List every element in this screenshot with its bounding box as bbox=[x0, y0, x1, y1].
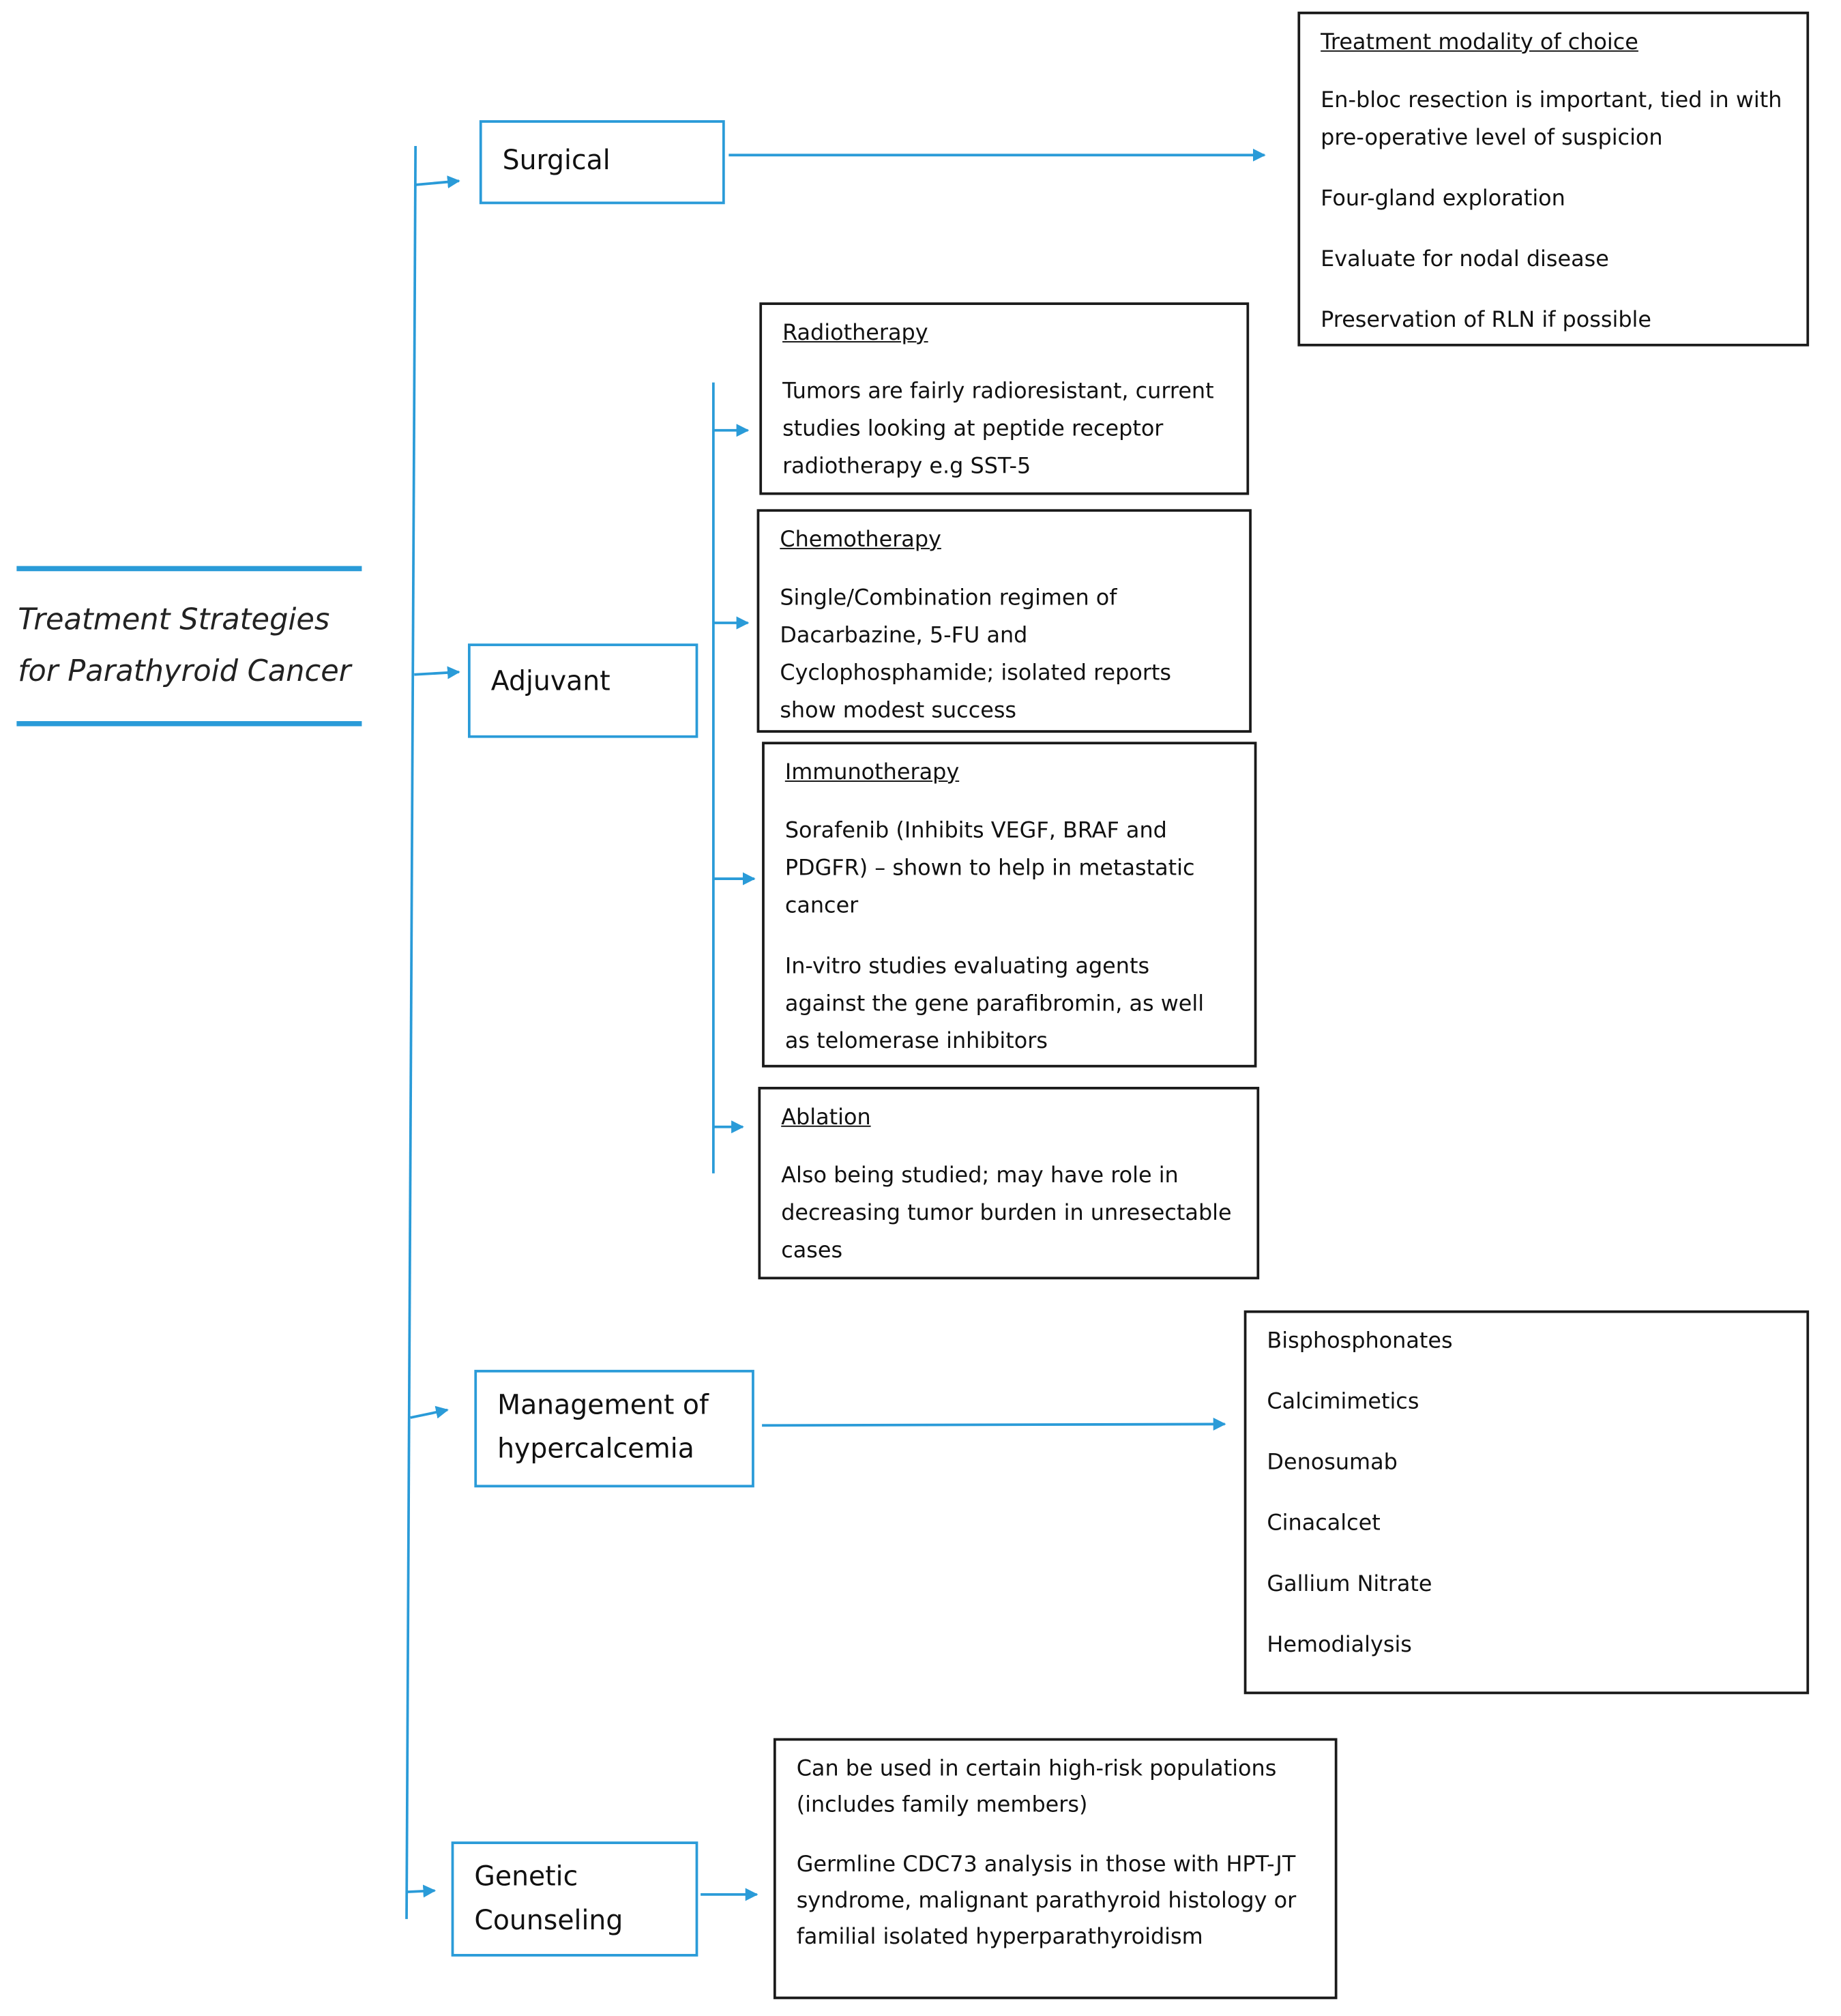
box-heading: Radiotherapy bbox=[782, 320, 928, 347]
list-item: En-bloc resection is important, tied in … bbox=[1321, 87, 1782, 151]
list-item: Evaluate for nodal disease bbox=[1321, 246, 1609, 273]
node-label: Genetic Counseling bbox=[474, 1860, 623, 1936]
list-item: Four-gland exploration bbox=[1321, 186, 1565, 212]
ablation-box: Ablation Also being studied; may have ro… bbox=[758, 1087, 1260, 1280]
list-item: Germline CDC73 analysis in those with HP… bbox=[796, 1852, 1297, 1951]
title-line-2: for Parathyroid Cancer bbox=[18, 655, 351, 689]
list-item: Cinacalcet bbox=[1267, 1510, 1381, 1537]
box-heading: Ablation bbox=[781, 1105, 871, 1131]
node-label: Surgical bbox=[502, 145, 610, 176]
list-item: Single/Combination regimen of Dacarbazin… bbox=[780, 585, 1172, 724]
radiotherapy-box: Radiotherapy Tumors are fairly radioresi… bbox=[759, 302, 1250, 495]
list-item: Bisphosphonates bbox=[1267, 1328, 1453, 1355]
list-item: Hemodialysis bbox=[1267, 1632, 1412, 1659]
diagram-title: Treatment Strategies for Parathyroid Can… bbox=[18, 594, 351, 698]
arrow-hypercalcemia-detail bbox=[762, 1417, 1226, 1431]
box-heading: Treatment modality of choice bbox=[1321, 29, 1638, 56]
node-hypercalcemia: Management of hypercalcemia bbox=[474, 1369, 754, 1488]
immunotherapy-box: Immunotherapy Sorafenib (Inhibits VEGF, … bbox=[762, 742, 1257, 1068]
box-heading: Chemotherapy bbox=[780, 527, 941, 553]
surgical-detail-box: Treatment modality of choice En-bloc res… bbox=[1297, 12, 1810, 347]
list-item: Also being studied; may have role in dec… bbox=[781, 1163, 1232, 1264]
genetic-counseling-box: Can be used in certain high-risk populat… bbox=[773, 1738, 1338, 2000]
arrow-surgical bbox=[415, 175, 460, 189]
list-item: Calcimimetics bbox=[1267, 1389, 1419, 1416]
list-item: Sorafenib (Inhibits VEGF, BRAF and PDGFR… bbox=[784, 818, 1195, 919]
box-heading: Immunotherapy bbox=[784, 759, 960, 786]
title-line-1: Treatment Strategies bbox=[18, 603, 330, 637]
arrow-genetic bbox=[406, 1884, 437, 1898]
list-item: Tumors are fairly radioresistant, curren… bbox=[782, 379, 1214, 480]
list-item: In-vitro studies evaluating agents again… bbox=[784, 953, 1205, 1055]
chemotherapy-box: Chemotherapy Single/Combination regimen … bbox=[756, 509, 1252, 733]
main-trunk bbox=[405, 146, 417, 1919]
node-genetic-counseling: Genetic Counseling bbox=[451, 1841, 698, 1957]
node-label: Management of hypercalcemia bbox=[497, 1389, 709, 1465]
node-label: Adjuvant bbox=[490, 665, 610, 697]
list-item: Denosumab bbox=[1267, 1450, 1398, 1476]
list-item: Can be used in certain high-risk populat… bbox=[796, 1756, 1277, 1819]
list-item: Gallium Nitrate bbox=[1267, 1571, 1432, 1598]
node-adjuvant: Adjuvant bbox=[467, 643, 698, 738]
arrow-adjuvant bbox=[414, 666, 460, 680]
list-item: Preservation of RLN if possible bbox=[1321, 307, 1652, 334]
hypercalcemia-box: Bisphosphonates Calcimimetics Denosumab … bbox=[1243, 1310, 1810, 1695]
arrow-hypercalcemia bbox=[410, 1405, 449, 1419]
node-surgical: Surgical bbox=[479, 120, 725, 205]
